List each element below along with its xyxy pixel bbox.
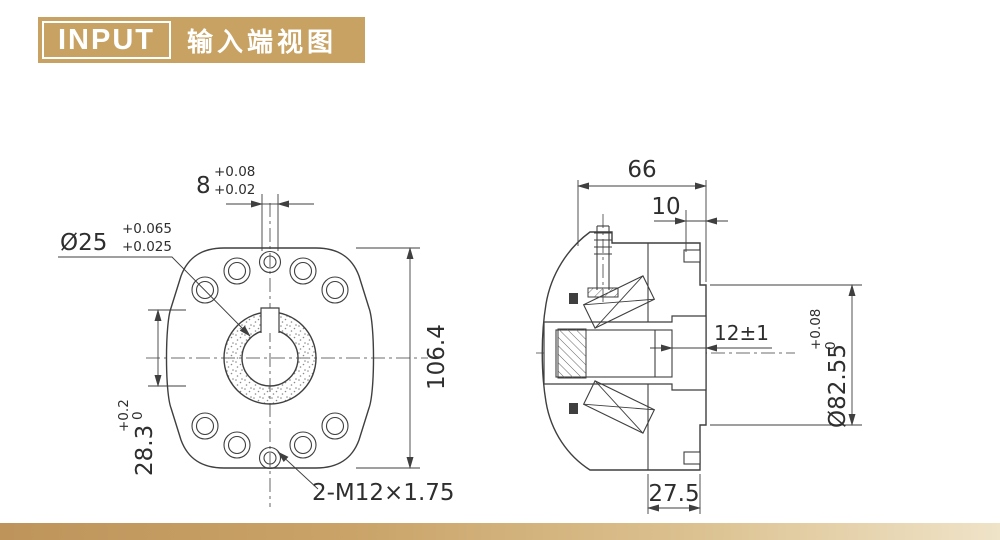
pilot-diameter-tol-lower: 0 [823,341,839,350]
input-badge-label: INPUT [58,23,155,56]
input-badge: INPUT [42,21,171,59]
snap-ring-lower [569,403,578,414]
front-view: 8 +0.08 +0.02 Ø25 +0.065 +0.025 106.4 28… [58,164,455,507]
keyway-depth-value: 28.3 [132,425,158,476]
bearing-upper [582,275,656,329]
dim-bore: Ø25 +0.065 +0.025 [58,221,251,337]
relief-notch-top [683,249,701,263]
dim-pilot-diameter: Ø82.55 +0.08 0 [710,284,862,428]
step-value: 10 [651,194,680,220]
bore-dim-tol-upper: +0.065 [122,221,172,237]
keyway-width-tol-lower: +0.02 [214,182,255,198]
recess-value: 12±1 [714,321,769,345]
dim-step: 10 [651,194,728,252]
keyway-width-tol-upper: +0.08 [214,164,255,180]
keyway-width-value: 8 [196,173,211,199]
flange-height-value: 106.4 [424,324,450,390]
thread-callout-value: 2-M12×1.75 [312,480,455,506]
bore-dim-tol-lower: +0.025 [122,239,172,255]
hub-width-value: 27.5 [648,481,699,507]
shaft-key [557,328,587,379]
thread-callout: 2-M12×1.75 [277,451,455,506]
stud-bolt [587,225,619,298]
housing-section [541,231,707,471]
header-banner: INPUT 输入端视图 [38,17,366,63]
pilot-diameter-tol-upper: +0.08 [808,309,824,350]
dim-flange-height: 106.4 [356,247,450,469]
bolt-holes [191,257,349,459]
overall-width-value: 66 [627,157,656,183]
view-title: 输入端视图 [187,26,338,57]
washer [587,287,619,298]
flange-outline [165,247,375,469]
relief-notch-bottom [683,451,701,465]
footer-accent-bar [0,523,1000,540]
dim-overall-width: 66 [577,157,707,282]
dim-keyway-depth: 28.3 +0.2 0 [116,309,186,476]
bore-dim-value: Ø25 [60,230,107,256]
dim-recess: 12±1 [650,321,772,352]
dim-hub-width: 27.5 [647,474,701,514]
keyway-depth-tol-upper: +0.2 [116,399,132,432]
bearing-lower [582,380,656,434]
section-view: 66 10 12±1 Ø82.55 +0.08 0 [536,157,862,514]
snap-ring-upper [569,293,578,304]
dim-keyway-width: 8 +0.08 +0.02 [196,164,314,251]
input-shaft [555,328,673,379]
pilot-diameter-value: Ø82.55 [825,344,851,428]
keyway-depth-tol-lower: 0 [130,411,146,420]
keyway-slot [260,307,280,333]
